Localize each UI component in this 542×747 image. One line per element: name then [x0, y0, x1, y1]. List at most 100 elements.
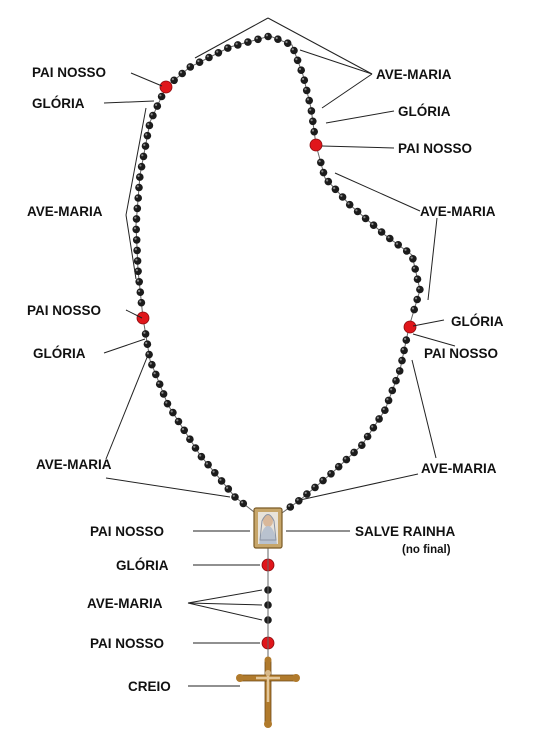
- bead-highlight: [134, 248, 137, 251]
- bead-highlight: [309, 108, 312, 111]
- bead-highlight: [328, 471, 331, 474]
- bead-highlight: [171, 78, 174, 81]
- rosary-bead: [135, 183, 143, 192]
- bead-highlight: [404, 248, 407, 251]
- bead-highlight: [133, 227, 137, 230]
- rosary-bead: [310, 127, 319, 136]
- bead-highlight: [359, 442, 362, 446]
- bead-highlight: [387, 236, 390, 239]
- rosary-bead: [132, 225, 140, 234]
- rosary-bead: [386, 234, 394, 243]
- rosary-bead: [295, 497, 303, 505]
- label-gloria-pendant: GLÓRIA: [116, 558, 169, 573]
- bead-highlight: [411, 307, 415, 310]
- bead-highlight: [291, 48, 294, 51]
- bead-highlight: [288, 504, 291, 507]
- bead-highlight: [212, 470, 215, 473]
- rosary-bead: [133, 246, 141, 255]
- rosary-bead: [363, 432, 372, 441]
- bead-highlight: [333, 187, 336, 190]
- bead-highlight: [365, 434, 368, 437]
- label-gloria-right-1: GLÓRIA: [398, 104, 451, 119]
- rosary-bead: [234, 41, 242, 49]
- rosary-bead: [331, 185, 340, 194]
- bead-highlight: [245, 39, 248, 43]
- rosary-bead: [353, 207, 362, 216]
- rosary-bead: [148, 360, 156, 369]
- rosary-bead: [409, 254, 417, 263]
- bead-highlight: [146, 352, 149, 355]
- label-pai-nosso-left-2: PAI NOSSO: [27, 303, 101, 318]
- bead-highlight: [165, 401, 168, 404]
- bead-highlight: [137, 174, 140, 177]
- rosary-bead: [224, 485, 233, 493]
- label-ave-maria-left-2: AVE-MARIA: [36, 457, 112, 472]
- bead-highlight: [326, 179, 329, 182]
- bead-highlight: [386, 398, 389, 401]
- rosary-bead: [400, 346, 408, 355]
- rosary-bead: [411, 265, 420, 273]
- bead-highlight: [193, 445, 196, 448]
- rosary-bead: [133, 257, 142, 265]
- rosary-bead: [244, 38, 252, 46]
- bead-highlight: [155, 103, 158, 106]
- rosary-bead: [377, 228, 386, 236]
- rosary-bead: [375, 415, 383, 423]
- rosary-bead: [297, 66, 306, 74]
- marker-bead: [403, 320, 417, 334]
- label-salve-rainha-note: (no final): [402, 544, 451, 556]
- rosary-bead: [300, 76, 309, 84]
- marker-bead: [159, 80, 173, 94]
- rosary-bead: [264, 32, 272, 41]
- rosary-bead: [317, 158, 325, 167]
- bead-highlight: [320, 478, 323, 481]
- rosary-bead: [136, 288, 145, 297]
- bead-highlight: [187, 436, 190, 440]
- crucifix-icon: [236, 656, 300, 728]
- rosary-bead: [137, 298, 146, 307]
- rosary-bead: [395, 367, 404, 375]
- rosary-bead: [137, 162, 146, 171]
- bead-highlight: [302, 77, 305, 81]
- bead-highlight: [344, 457, 347, 460]
- rosary-bead: [145, 121, 154, 130]
- rosary-bead: [153, 102, 162, 110]
- rosary-bead: [132, 215, 141, 223]
- label-pai-nosso-left-1: PAI NOSSO: [32, 65, 106, 80]
- rosary-bead: [413, 295, 422, 304]
- bead-highlight: [135, 195, 139, 198]
- label-gloria-left-2: GLÓRIA: [33, 346, 86, 361]
- bead-highlight: [159, 94, 162, 97]
- bead-highlight: [275, 36, 278, 40]
- rosary-bead: [319, 476, 327, 485]
- rosary-bead: [324, 177, 333, 186]
- bead-highlight: [143, 331, 146, 334]
- label-creio: CREIO: [128, 679, 171, 694]
- rosary-bead: [293, 56, 302, 65]
- bead-highlight: [161, 391, 164, 394]
- label-pai-nosso-pendant: PAI NOSSO: [90, 636, 164, 651]
- rosary-bead: [307, 107, 316, 115]
- rosary-bead: [163, 399, 172, 408]
- bead-highlight: [150, 113, 153, 116]
- bead-highlight: [179, 71, 183, 74]
- rosary-bead: [350, 448, 358, 457]
- bead-highlight: [379, 229, 382, 232]
- bead-highlight: [296, 498, 299, 501]
- rosary-bead: [214, 49, 223, 57]
- bead-highlight: [304, 88, 307, 91]
- bead-highlight: [310, 119, 313, 122]
- bead-highlight: [401, 348, 404, 351]
- bead-highlight: [371, 425, 374, 428]
- bead-highlight: [219, 478, 222, 481]
- rosary-bead: [369, 221, 378, 229]
- rosary-bead: [394, 241, 403, 249]
- bead-highlight: [285, 40, 288, 44]
- marker-bead: [309, 138, 323, 152]
- bead-highlight: [157, 381, 160, 385]
- label-pai-nosso-medal: PAI NOSSO: [90, 524, 164, 539]
- medal-icon: [253, 507, 283, 549]
- bead-highlight: [321, 170, 324, 173]
- bead-highlight: [147, 123, 150, 126]
